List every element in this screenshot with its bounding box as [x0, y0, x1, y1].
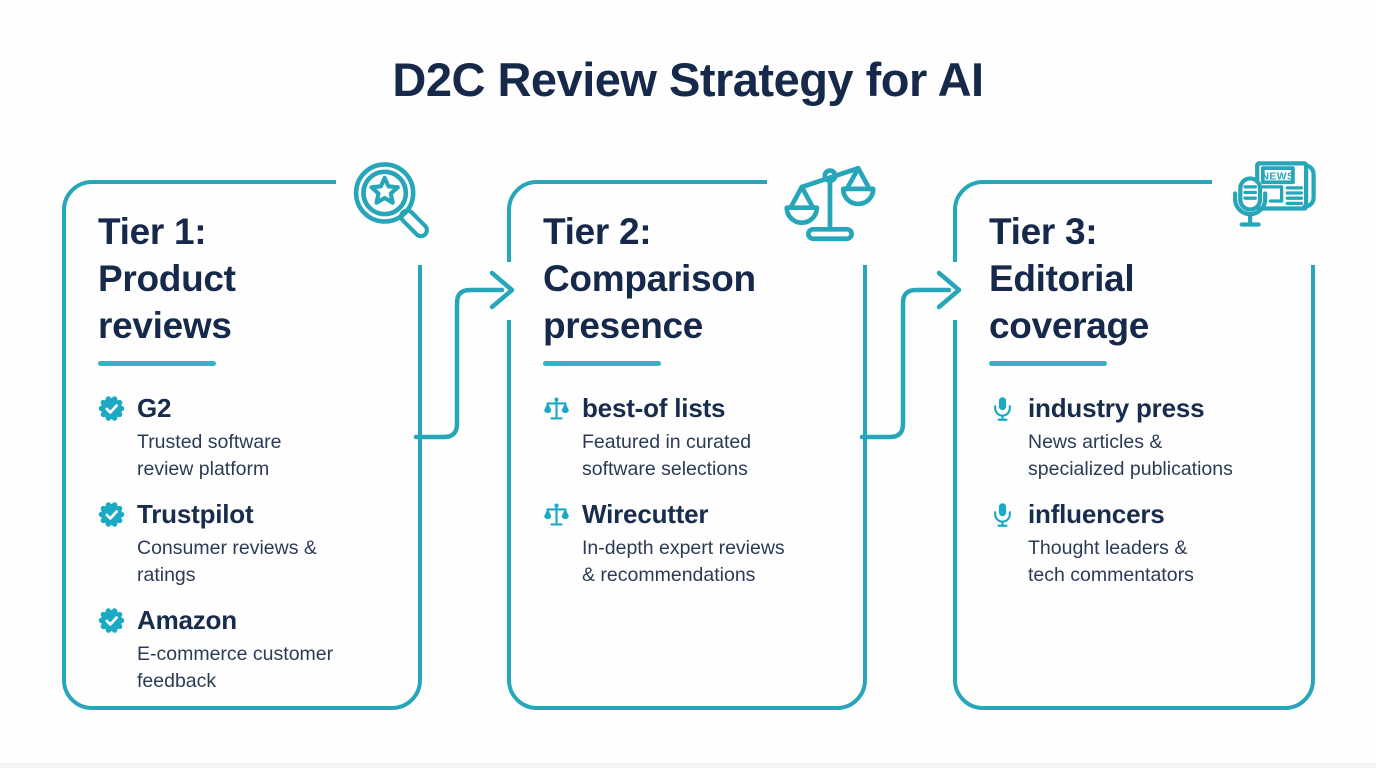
tier-2-heading-line-1: Tier 2: — [543, 211, 652, 252]
border-gap-mask — [506, 262, 516, 320]
bottom-edge-band — [0, 763, 1376, 768]
list-item: best-of lists Featured in curated softwa… — [543, 392, 847, 483]
list-item: Amazon E-commerce customer feedback — [98, 604, 402, 695]
verified-badge-icon — [98, 501, 125, 528]
tier-2-card: Tier 2: Comparison presence — [506, 165, 876, 710]
tier-1-heading-line-1: Tier 1: — [98, 211, 207, 252]
verified-badge-icon — [98, 395, 125, 422]
border-gap-mask — [952, 262, 962, 320]
heading-underline — [989, 361, 1107, 366]
tier-3-items: industry press News articles & specializ… — [989, 392, 1295, 589]
microphone-small-icon — [989, 395, 1016, 422]
tier-1-heading: Tier 1: Product reviews — [98, 208, 402, 349]
item-name: industry press — [1028, 393, 1205, 423]
tier-1-items: G2 Trusted software review platform Tru — [98, 392, 402, 695]
list-item: industry press News articles & specializ… — [989, 392, 1295, 483]
item-description: In-depth expert reviews & recommendation… — [582, 537, 785, 586]
item-name: Trustpilot — [137, 499, 254, 529]
news-label: NEWS — [1261, 171, 1294, 182]
tier-2-heading-line-3: presence — [543, 305, 704, 346]
tier-3-heading-line-3: coverage — [989, 305, 1150, 346]
tier-3-card: NEWS Tier 3: Editorial coverage — [952, 161, 1316, 710]
balance-scale-icon — [783, 156, 877, 250]
tier-3-heading-line-2: Editorial — [989, 258, 1135, 299]
flow-arrow-1 — [413, 287, 505, 440]
tier-2-heading-line-2: Comparison — [543, 258, 756, 299]
tier-1-card: Tier 1: Product reviews G2 T — [62, 162, 429, 710]
item-name: influencers — [1028, 499, 1165, 529]
item-description: Trusted software review platform — [137, 431, 282, 480]
list-item: G2 Trusted software review platform — [98, 392, 402, 483]
tier-3-heading-line-1: Tier 3: — [989, 211, 1098, 252]
list-item: influencers Thought leaders & tech comme… — [989, 498, 1295, 589]
tier-2-items: best-of lists Featured in curated softwa… — [543, 392, 847, 589]
verified-badge-icon — [98, 607, 125, 634]
tier-1-heading-line-3: reviews — [98, 305, 232, 346]
tier-1-heading-line-2: Product — [98, 258, 236, 299]
balance-scale-small-icon — [543, 395, 570, 422]
heading-underline — [543, 361, 661, 366]
list-item: Wirecutter In-depth expert reviews & rec… — [543, 498, 847, 589]
tier-3-heading: Tier 3: Editorial coverage — [989, 208, 1295, 349]
item-description: Thought leaders & tech commentators — [1028, 537, 1194, 586]
page-title: D2C Review Strategy for AI — [392, 53, 984, 106]
news-microphone-icon: NEWS — [1229, 154, 1323, 248]
item-name: G2 — [137, 393, 172, 423]
item-description: News articles & specialized publications — [1028, 431, 1233, 480]
magnifier-star-icon — [346, 158, 438, 250]
flow-arrow-2 — [859, 287, 952, 440]
balance-scale-small-icon — [543, 501, 570, 528]
list-item: Trustpilot Consumer reviews & ratings — [98, 498, 402, 589]
heading-underline — [98, 361, 216, 366]
microphone-small-icon — [989, 501, 1016, 528]
item-description: Featured in curated software selections — [582, 431, 752, 480]
border-gap-mask — [767, 179, 868, 265]
item-description: Consumer reviews & ratings — [137, 537, 317, 586]
item-description: E-commerce customer feedback — [137, 643, 334, 692]
item-name: best-of lists — [582, 393, 726, 423]
item-name: Wirecutter — [582, 499, 709, 529]
tier-2-heading: Tier 2: Comparison presence — [543, 208, 847, 349]
item-name: Amazon — [137, 605, 237, 635]
